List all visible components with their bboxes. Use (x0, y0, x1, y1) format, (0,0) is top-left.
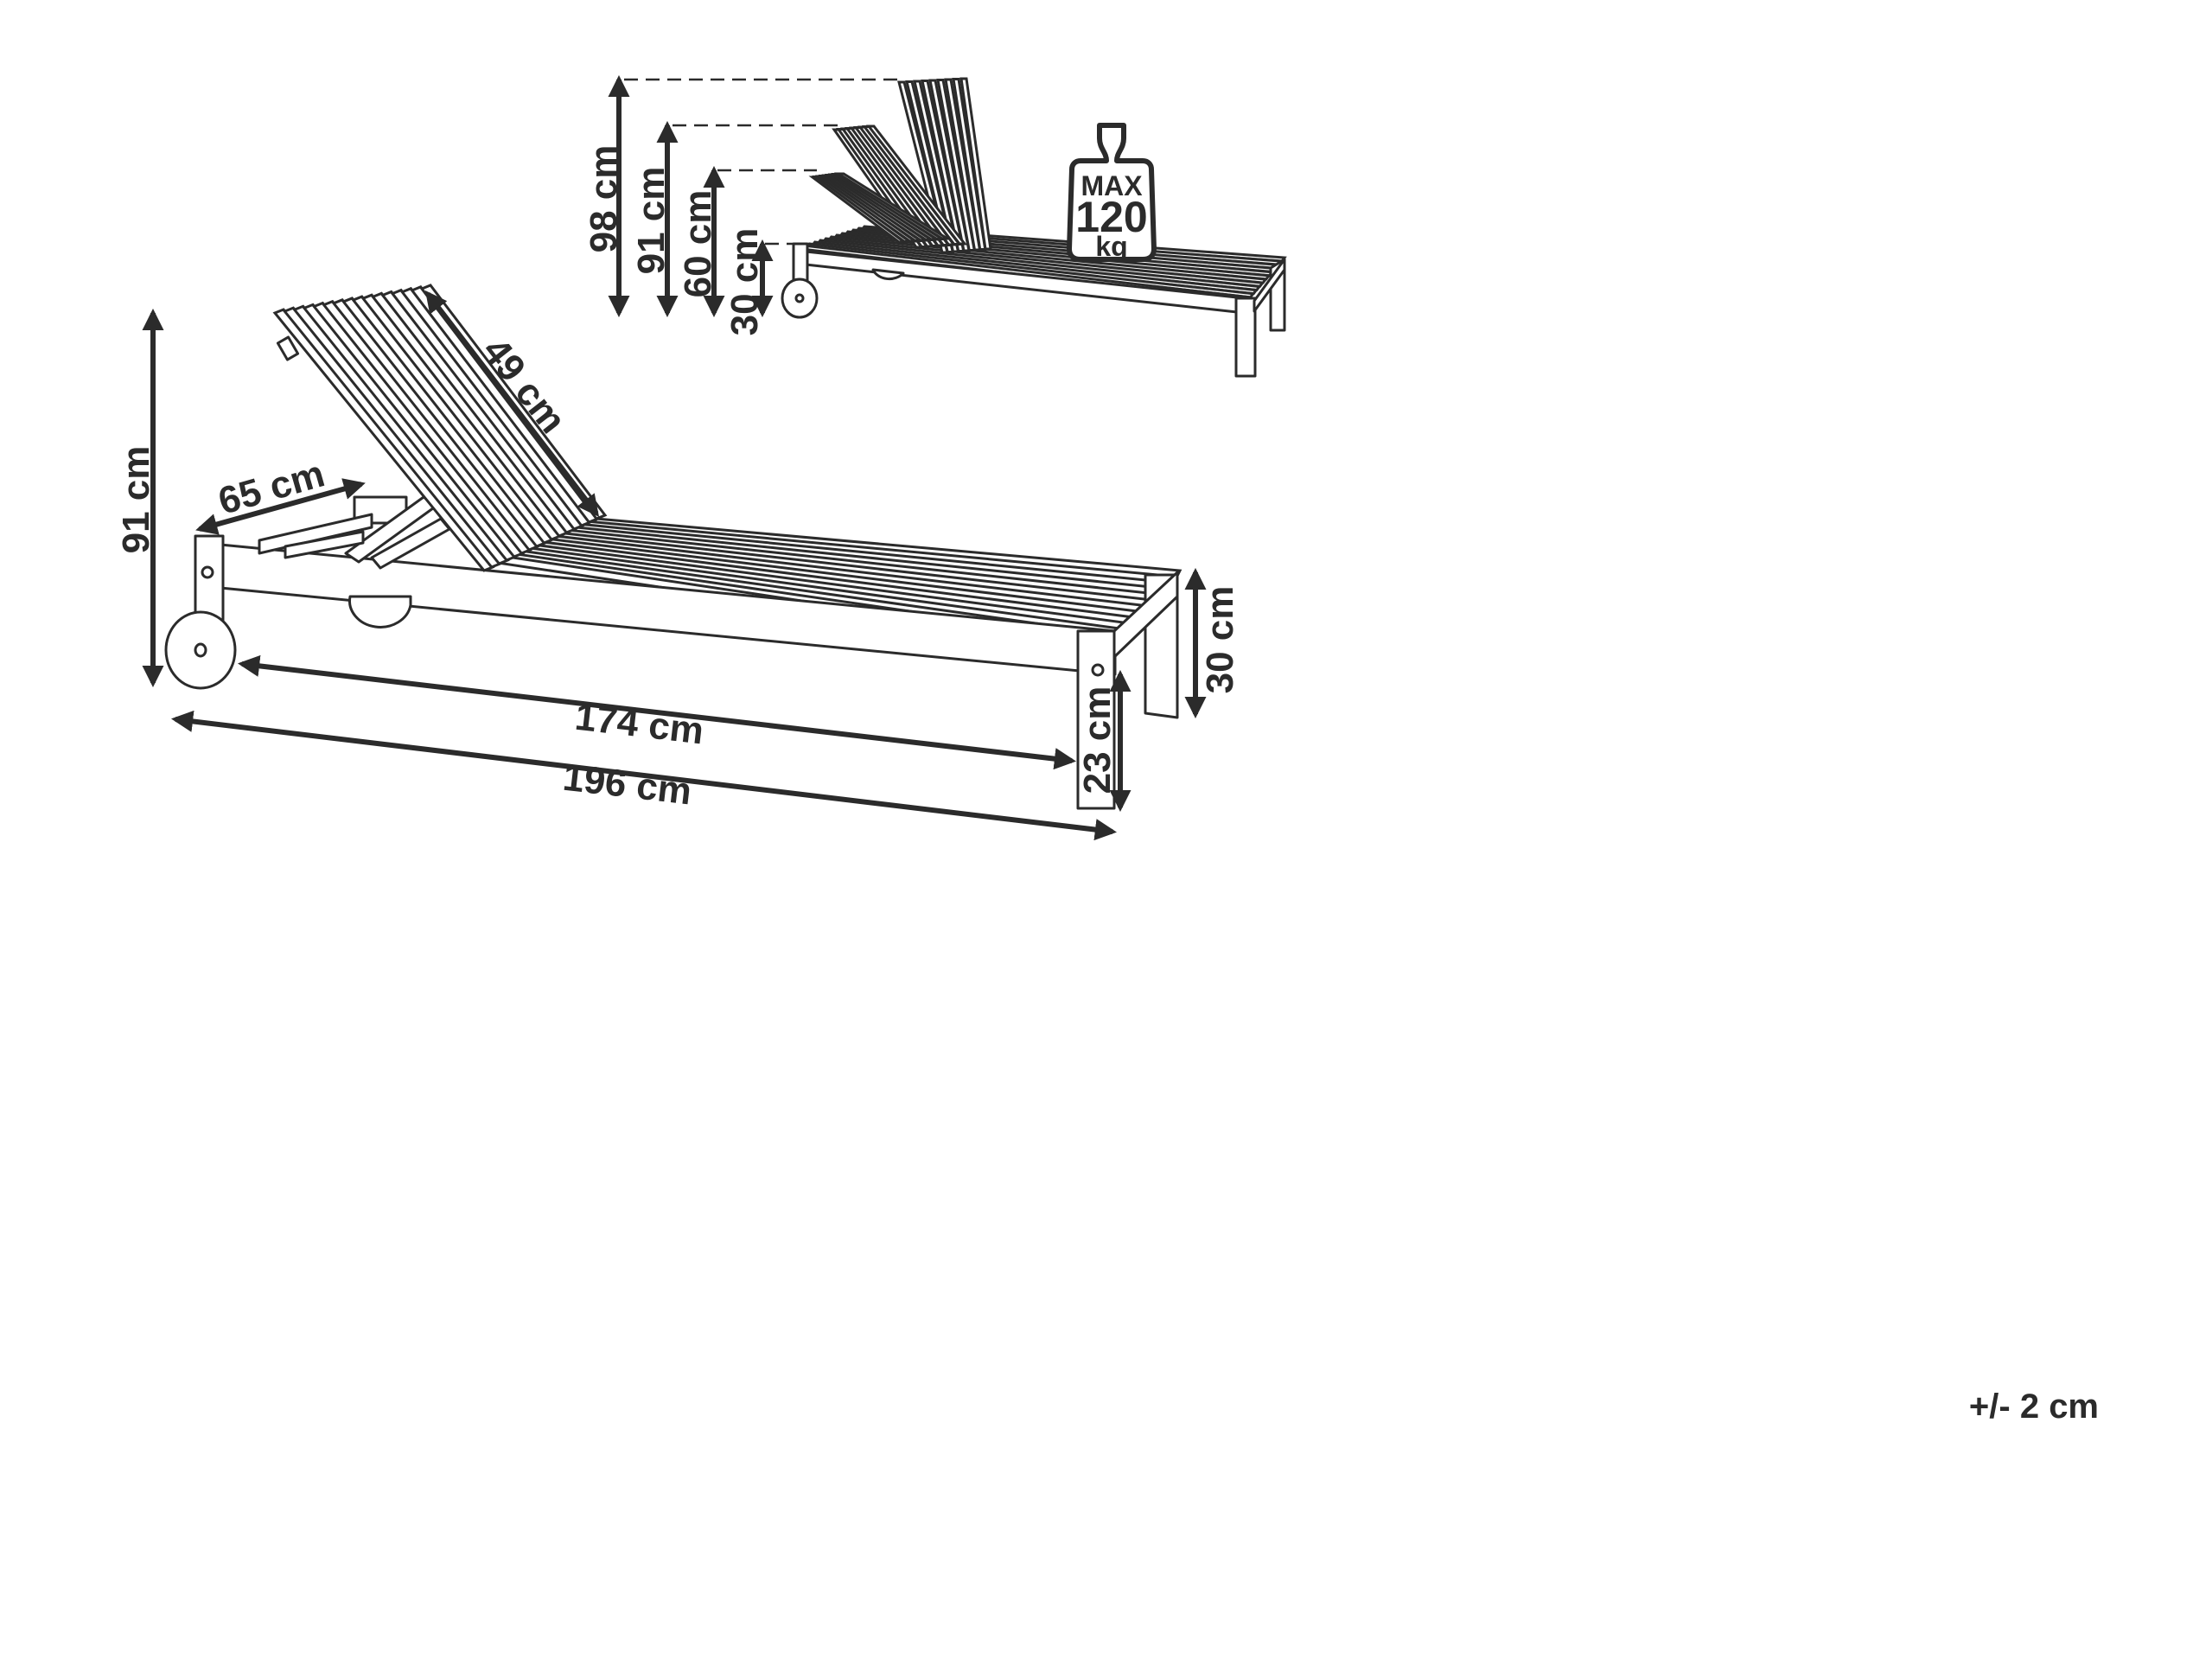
tolerance-note: +/- 2 cm (1969, 1388, 2099, 1426)
max-label: MAX (1081, 170, 1143, 201)
backrest-support (258, 495, 451, 570)
main-dimension-arrows (142, 290, 1207, 841)
max-value: 120 (1075, 193, 1147, 241)
label-height-98: 98 cm (583, 145, 625, 253)
label-seat-depth: 65 cm (214, 452, 328, 522)
small-backrest-slats (808, 77, 992, 254)
max-load-weight-icon: MAX 120 kg (1067, 123, 1157, 262)
label-height-91: 91 cm (630, 167, 673, 275)
label-height-30: 30 cm (724, 228, 766, 336)
positions-dimension-arrows (608, 74, 774, 318)
label-total-length: 196 cm (561, 756, 694, 814)
slat (865, 124, 968, 246)
max-unit: kg (1095, 231, 1127, 262)
slat (833, 172, 953, 240)
label-leg-height: 23 cm (1076, 686, 1119, 794)
wheel (164, 610, 237, 690)
slat (959, 77, 992, 251)
positions-labels: 98 cm 91 cm 60 cm 30 cm (583, 145, 766, 336)
label-height-60: 60 cm (677, 190, 719, 298)
label-lounger-height: 30 cm (1199, 586, 1241, 694)
positions-lounger-drawing (624, 77, 1287, 378)
label-frame-length: 174 cm (573, 696, 706, 753)
label-total-height: 91 cm (115, 446, 157, 554)
